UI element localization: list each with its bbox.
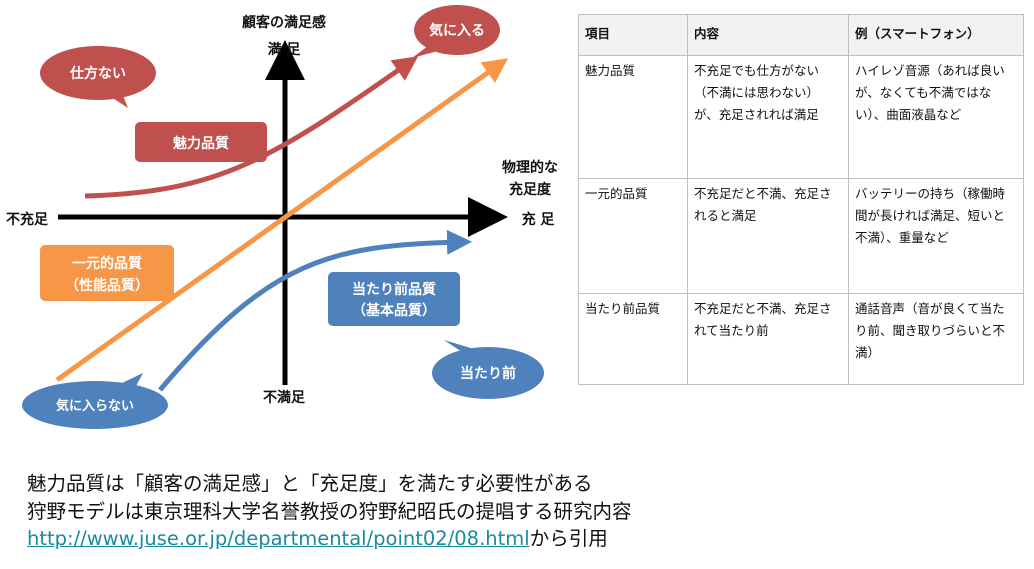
y-axis-title: 顧客の満足感	[242, 14, 326, 31]
y-axis-bottom-label: 不満足	[263, 389, 306, 406]
table-row: 魅力品質 不充足でも仕方がない（不満には思わない）が、充足されれば満足 ハイレゾ…	[578, 55, 1024, 179]
bubble-kiniiru: 気に入る	[412, 5, 500, 58]
table-header-content: 内容	[687, 14, 849, 56]
attractive-quality-label-box	[135, 122, 267, 162]
attractive-quality-curve	[84, 56, 419, 199]
attractive-quality-label: 魅力品質	[173, 135, 229, 152]
x-axis-right-label: 充 足	[522, 211, 556, 228]
x-axis-title-line1: 物理的な	[502, 159, 558, 176]
svg-text:当たり前: 当たり前	[460, 365, 516, 382]
x-axis-left-label: 不充足	[6, 211, 49, 228]
source-link[interactable]: http://www.juse.or.jp/departmental/point…	[27, 527, 530, 550]
source-link-suffix: から引用	[529, 527, 608, 550]
table-header-item: 項目	[578, 14, 688, 56]
table-cell: 不充足だと不満、充足されて当たり前	[687, 293, 849, 385]
kano-model-diagram: 顧客の満足感 満 足 不満足 物理的な 充足度 充 足 不充足 魅力品質 一元的…	[6, 5, 558, 429]
table-row: 当たり前品質 不充足だと不満、充足されて当たり前 通話音声（音が良くて当たり前、…	[578, 293, 1024, 385]
table-cell: ハイレゾ音源（あれば良いが、なくても不満ではない）、曲面液晶など	[848, 55, 1024, 179]
bubble-atarimae: 当たり前	[432, 340, 544, 399]
table-cell: 不充足だと不満、充足されると満足	[687, 178, 849, 294]
svg-text:気に入る: 気に入る	[429, 22, 485, 39]
table-row: 一元的品質 不充足だと不満、充足されると満足 バッテリーの持ち（稼働時間が長けれ…	[578, 178, 1024, 294]
kano-quality-table: 項目 内容 例（スマートフォン） 魅力品質 不充足でも仕方がない（不満には思わな…	[578, 14, 1024, 385]
notes: 魅力品質は「顧客の満足感」と「充足度」を満たす必要性がある 狩野モデルは東京理科…	[27, 470, 632, 553]
bubble-kiniiranai: 気に入らない	[22, 373, 168, 429]
table-cell: 魅力品質	[578, 55, 688, 179]
table-cell: バッテリーの持ち（稼働時間が長ければ満足、短いと不満）、重量など	[848, 178, 1024, 294]
svg-text:仕方ない: 仕方ない	[69, 65, 126, 82]
y-axis-top-label: 満 足	[268, 41, 302, 58]
bubble-shikata: 仕方ない	[40, 46, 156, 108]
table-header-example: 例（スマートフォン）	[848, 14, 1024, 56]
one-dimensional-quality-label-line1: 一元的品質	[72, 255, 142, 272]
table-cell: 当たり前品質	[578, 293, 688, 385]
must-be-quality-label-box	[328, 272, 460, 326]
note-line-1: 魅力品質は「顧客の満足感」と「充足度」を満たす必要性がある	[27, 472, 593, 495]
one-dimensional-quality-label-line2: （性能品質）	[65, 277, 149, 294]
one-dimensional-quality-label-box	[40, 245, 174, 301]
note-line-2: 狩野モデルは東京理科大学名誉教授の狩野紀昭氏の提唱する研究内容	[27, 499, 632, 523]
must-be-quality-label-line1: 当たり前品質	[352, 281, 436, 298]
table-header-row: 項目 内容 例（スマートフォン）	[578, 14, 1024, 56]
must-be-quality-curve	[158, 229, 472, 392]
one-dimensional-quality-line	[55, 58, 509, 383]
must-be-quality-label-line2: （基本品質）	[352, 302, 436, 319]
table-cell: 一元的品質	[578, 178, 688, 294]
note-line-3: http://www.juse.or.jp/departmental/point…	[27, 525, 632, 553]
x-axis-title-line2: 充足度	[509, 181, 552, 198]
svg-text:気に入らない: 気に入らない	[56, 398, 134, 414]
table-cell: 不充足でも仕方がない（不満には思わない）が、充足されれば満足	[687, 55, 849, 179]
table-cell: 通話音声（音が良くて当たり前、聞き取りづらいと不満）	[848, 293, 1024, 385]
